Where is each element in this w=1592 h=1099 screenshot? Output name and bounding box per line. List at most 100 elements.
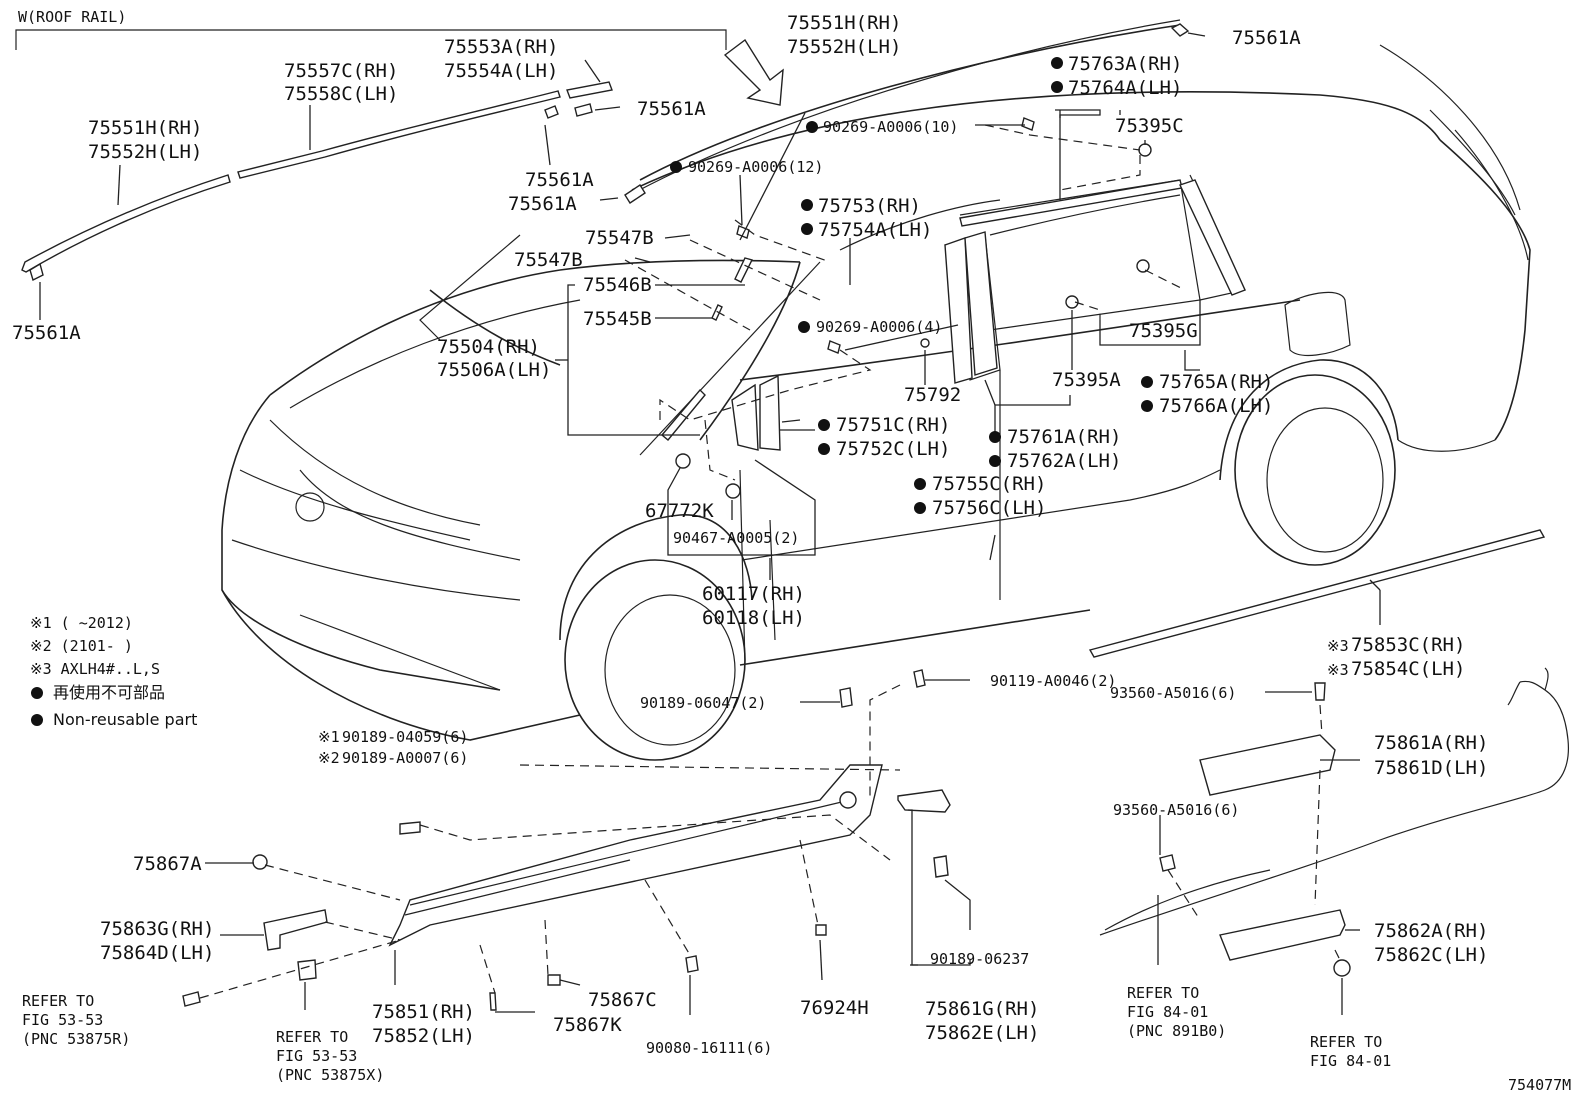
label-75554A: 75554A(LH): [444, 60, 558, 82]
wire-harness: [1099, 667, 1569, 936]
legend-non-reusable-en: Non-reusable part: [53, 710, 197, 729]
label-93560-a: 93560-A5016(6): [1110, 684, 1236, 702]
label-75504: 75504(RH): [437, 336, 540, 358]
label-75553A: 75553A(RH): [444, 36, 558, 58]
view-arrow: [723, 38, 784, 106]
label-75755C: 75755C(RH): [932, 473, 1046, 495]
label-75861A: 75861A(RH): [1374, 732, 1488, 754]
label-75547B-b: 75547B: [514, 249, 583, 271]
label-75561A-a: 75561A: [525, 169, 594, 191]
ref-8401-b-line2: FIG 84-01: [1310, 1052, 1391, 1070]
label-75547B-a: 75547B: [585, 227, 654, 249]
label-75395A: 75395A: [1052, 369, 1121, 391]
legend-note3: ※3 AXLH4#..L,S: [30, 660, 160, 678]
label-75545B: 75545B: [583, 308, 652, 330]
label-75546B: 75546B: [583, 274, 652, 296]
marker-note3-a: ※3: [1327, 637, 1349, 655]
label-60117: 60117(RH): [702, 583, 805, 605]
label-75552H-top: 75552H(LH): [787, 36, 901, 58]
solid-leaders: [39, 32, 1381, 1015]
label-90189-06237: 90189-06237: [930, 950, 1029, 968]
part-labels: 75551H(RH) 75552H(LH) 75561A 75553A(RH) …: [12, 12, 1488, 1057]
ref-5353-x-line2: FIG 53-53: [276, 1047, 357, 1065]
legend-note2: ※2 (2101- ): [30, 637, 133, 655]
vehicle-body: [221, 24, 1531, 761]
label-75551H-left: 75551H(RH): [88, 117, 202, 139]
ref-5353-x-line3: (PNC 53875X): [276, 1066, 384, 1084]
figure-number: 754077M: [1508, 1076, 1571, 1094]
label-75762A: 75762A(LH): [1007, 450, 1121, 472]
label-75561A-mid: 75561A: [637, 98, 706, 120]
label-75558C: 75558C(LH): [284, 83, 398, 105]
label-90269-12: 90269-A0006(12): [688, 158, 823, 176]
label-75867C: 75867C: [588, 989, 657, 1011]
ref-5353-x-line1: REFER TO: [276, 1028, 348, 1046]
ref-8401-b-line1: REFER TO: [1310, 1033, 1382, 1051]
non-reusable-dots: [31, 57, 1153, 726]
dashed-leaders: [199, 124, 1341, 999]
label-90119: 90119-A0046(2): [990, 672, 1116, 690]
label-75792: 75792: [904, 384, 961, 406]
label-75765A: 75765A(RH): [1159, 371, 1273, 393]
label-90269-10: 90269-A0006(10): [823, 118, 958, 136]
label-75561A-left: 75561A: [12, 322, 81, 344]
label-90467: 90467-A0005(2): [673, 529, 799, 547]
roof-mouldings: [21, 19, 1190, 281]
label-75862A: 75862A(RH): [1374, 920, 1488, 942]
figure-references: REFER TO FIG 53-53 (PNC 53875R) REFER TO…: [22, 984, 1391, 1084]
label-75557C: 75557C(RH): [284, 60, 398, 82]
label-75867A: 75867A: [133, 853, 202, 875]
label-75756C: 75756C(LH): [932, 497, 1046, 519]
label-75763A: 75763A(RH): [1068, 53, 1182, 75]
label-75395G: 75395G: [1129, 320, 1198, 342]
label-90189-04059: 90189-04059(6): [342, 728, 468, 746]
label-75851: 75851(RH): [372, 1001, 475, 1023]
label-75862C: 75862C(LH): [1374, 944, 1488, 966]
ref-8401-a-line3: (PNC 891B0): [1127, 1022, 1226, 1040]
label-75852: 75852(LH): [372, 1025, 475, 1047]
legend: ※1 ( ~2012) ※2 (2101- ) ※3 AXLH4#..L,S 再…: [30, 614, 197, 729]
marker-note1: ※1: [318, 728, 340, 746]
label-75861G: 75861G(RH): [925, 998, 1039, 1020]
ref-8401-a-line1: REFER TO: [1127, 984, 1199, 1002]
label-75764A: 75764A(LH): [1068, 77, 1182, 99]
label-75751C: 75751C(RH): [836, 414, 950, 436]
label-90189-06047: 90189-06047(2): [640, 694, 766, 712]
marker-note2: ※2: [318, 749, 340, 767]
label-75864D: 75864D(LH): [100, 942, 214, 964]
label-75867K: 75867K: [553, 1014, 622, 1036]
label-75551H-top: 75551H(RH): [787, 12, 901, 34]
label-76924H: 76924H: [800, 997, 869, 1019]
ref-5353-r-line2: FIG 53-53: [22, 1011, 103, 1029]
label-75752C: 75752C(LH): [836, 438, 950, 460]
label-90080: 90080-16111(6): [646, 1039, 772, 1057]
rocker-parts: [182, 529, 1546, 1011]
ref-8401-a-line2: FIG 84-01: [1127, 1003, 1208, 1021]
label-90269-4: 90269-A0006(4): [816, 318, 942, 336]
ref-5353-r-line1: REFER TO: [22, 992, 94, 1010]
legend-note1: ※1 ( ~2012): [30, 614, 133, 632]
label-75761A: 75761A(RH): [1007, 426, 1121, 448]
label-75506A: 75506A(LH): [437, 359, 551, 381]
label-75854C: 75854C(LH): [1351, 658, 1465, 680]
label-75552H-left: 75552H(LH): [88, 141, 202, 163]
label-75861D: 75861D(LH): [1374, 757, 1488, 779]
ref-5353-r-line3: (PNC 53875R): [22, 1030, 130, 1048]
label-60118: 60118(LH): [702, 607, 805, 629]
label-75766A: 75766A(LH): [1159, 395, 1273, 417]
label-67772K: 67772K: [645, 500, 714, 522]
label-93560-b: 93560-A5016(6): [1113, 801, 1239, 819]
legend-non-reusable-jp: 再使用不可部品: [53, 683, 165, 702]
label-75753: 75753(RH): [818, 195, 921, 217]
label-75863G: 75863G(RH): [100, 918, 214, 940]
label-75561A-topright: 75561A: [1232, 27, 1301, 49]
roof-rail-bracket: W(ROOF RAIL): [15, 8, 727, 50]
label-75862E: 75862E(LH): [925, 1022, 1039, 1044]
label-75853C: 75853C(RH): [1351, 634, 1465, 656]
label-90189-A0007: 90189-A0007(6): [342, 749, 468, 767]
marker-note3-b: ※3: [1327, 661, 1349, 679]
label-75754A: 75754A(LH): [818, 219, 932, 241]
roof-rail-label: W(ROOF RAIL): [18, 8, 126, 26]
